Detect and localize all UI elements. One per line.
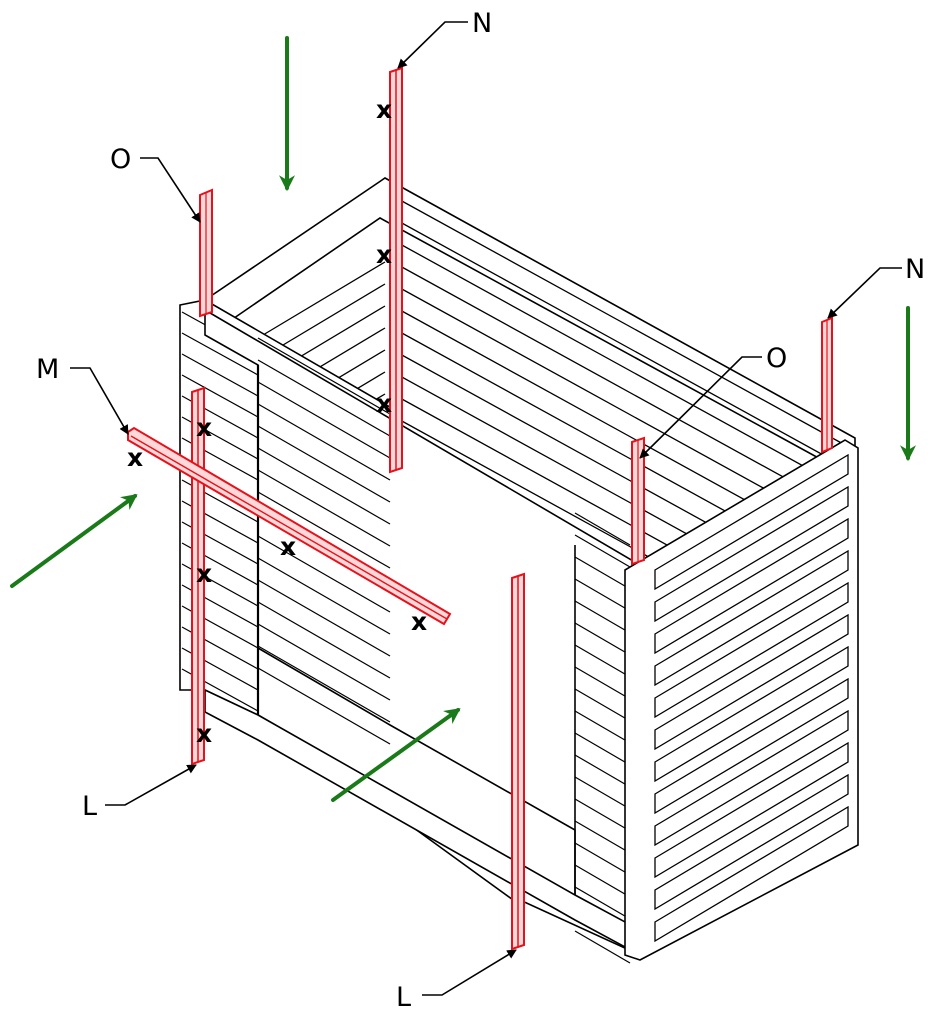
- callout-leaders: [70, 21, 902, 996]
- front-board-line: [574, 930, 631, 964]
- direction-arrows: [10, 36, 916, 802]
- fastener-mark: x: [411, 607, 427, 636]
- front-board-line: [257, 425, 391, 503]
- front-board-line: [257, 623, 391, 701]
- part-l-bottom-post: [511, 572, 525, 951]
- front-board-line: [257, 447, 391, 525]
- front-board-line: [257, 579, 391, 657]
- fastener-mark: x: [376, 389, 392, 418]
- right-wall-slat: [654, 677, 849, 815]
- fastener-mark: x: [196, 719, 212, 748]
- front-board-line: [257, 491, 391, 569]
- front-board-line: [257, 557, 391, 635]
- right-wall-slat: [654, 773, 849, 911]
- front-board-line: [257, 535, 391, 613]
- callout-o-left: O: [110, 144, 131, 175]
- front-board-line: [574, 688, 631, 722]
- right-wall-slat: [654, 805, 849, 943]
- front-board-line: [257, 403, 391, 481]
- front-board-line: [574, 754, 631, 788]
- front-board-line: [574, 776, 631, 810]
- front-board-line: [574, 886, 631, 920]
- right-wall-slat: [654, 485, 849, 623]
- part-n-top-post: [389, 66, 403, 474]
- front-board-line: [574, 600, 631, 634]
- left-board-line: [181, 332, 259, 376]
- front-board-line: [574, 820, 631, 854]
- part-o-left-post: [199, 188, 213, 318]
- fastener-mark: x: [280, 532, 296, 561]
- right-wall-slat: [654, 613, 849, 751]
- callout-n-top: N: [472, 8, 492, 39]
- front-wall-boards: [257, 337, 631, 964]
- front-board-line: [574, 578, 631, 612]
- front-board-line: [257, 469, 391, 547]
- callout-o-right: O: [766, 343, 787, 374]
- front-board-line: [574, 710, 631, 744]
- right-end-wall-slats: [654, 453, 849, 943]
- front-board-line: [257, 645, 391, 723]
- back-board-line: [399, 199, 846, 446]
- front-board-line: [574, 798, 631, 832]
- front-board-line: [574, 666, 631, 700]
- front-board-line: [257, 359, 391, 437]
- fastener-marks: x x x x x x x x x: [127, 95, 427, 748]
- fastener-mark: x: [127, 443, 143, 472]
- back-board-line: [399, 221, 846, 468]
- right-wall-slat: [654, 453, 849, 591]
- front-board-line: [257, 381, 391, 459]
- front-board-line: [574, 644, 631, 678]
- part-m-beam: [127, 426, 452, 626]
- right-wall-slat: [654, 549, 849, 687]
- right-wall-slat: [654, 645, 849, 783]
- front-board-line: [574, 622, 631, 656]
- callout-labels: N N O O M L L: [36, 8, 925, 1013]
- left-board-line: [181, 374, 259, 418]
- front-board-line: [574, 512, 631, 546]
- front-board-line: [574, 842, 631, 876]
- arrow-diagonal-left-icon: [10, 494, 138, 588]
- front-board-line: [574, 732, 631, 766]
- front-board-line: [574, 556, 631, 590]
- part-n-right-post: [821, 316, 833, 454]
- part-l-left-post: [191, 386, 205, 766]
- right-wall-slat: [654, 517, 849, 655]
- fastener-mark: x: [196, 559, 212, 588]
- callout-n-right: N: [905, 254, 925, 285]
- callout-l-left: L: [82, 791, 97, 822]
- callout-m-beam: M: [36, 354, 59, 385]
- back-board-line: [257, 261, 386, 339]
- left-board-line: [181, 353, 259, 397]
- front-board-line: [257, 667, 391, 745]
- front-board-line: [257, 337, 391, 415]
- arrow-diagonal-center-icon: [331, 708, 461, 802]
- right-wall-slat: [654, 741, 849, 879]
- right-wall-slat: [654, 581, 849, 719]
- back-board-line: [399, 243, 846, 490]
- fastener-mark: x: [376, 95, 392, 124]
- fastener-mark: x: [376, 240, 392, 269]
- fastener-mark: x: [196, 413, 212, 442]
- callout-l-bottom: L: [396, 982, 411, 1013]
- back-board-line: [399, 265, 846, 512]
- right-wall-slat: [654, 709, 849, 847]
- front-board-line: [574, 534, 631, 568]
- part-o-right-post: [631, 436, 645, 566]
- front-board-line: [257, 601, 391, 679]
- front-board-line: [574, 864, 631, 898]
